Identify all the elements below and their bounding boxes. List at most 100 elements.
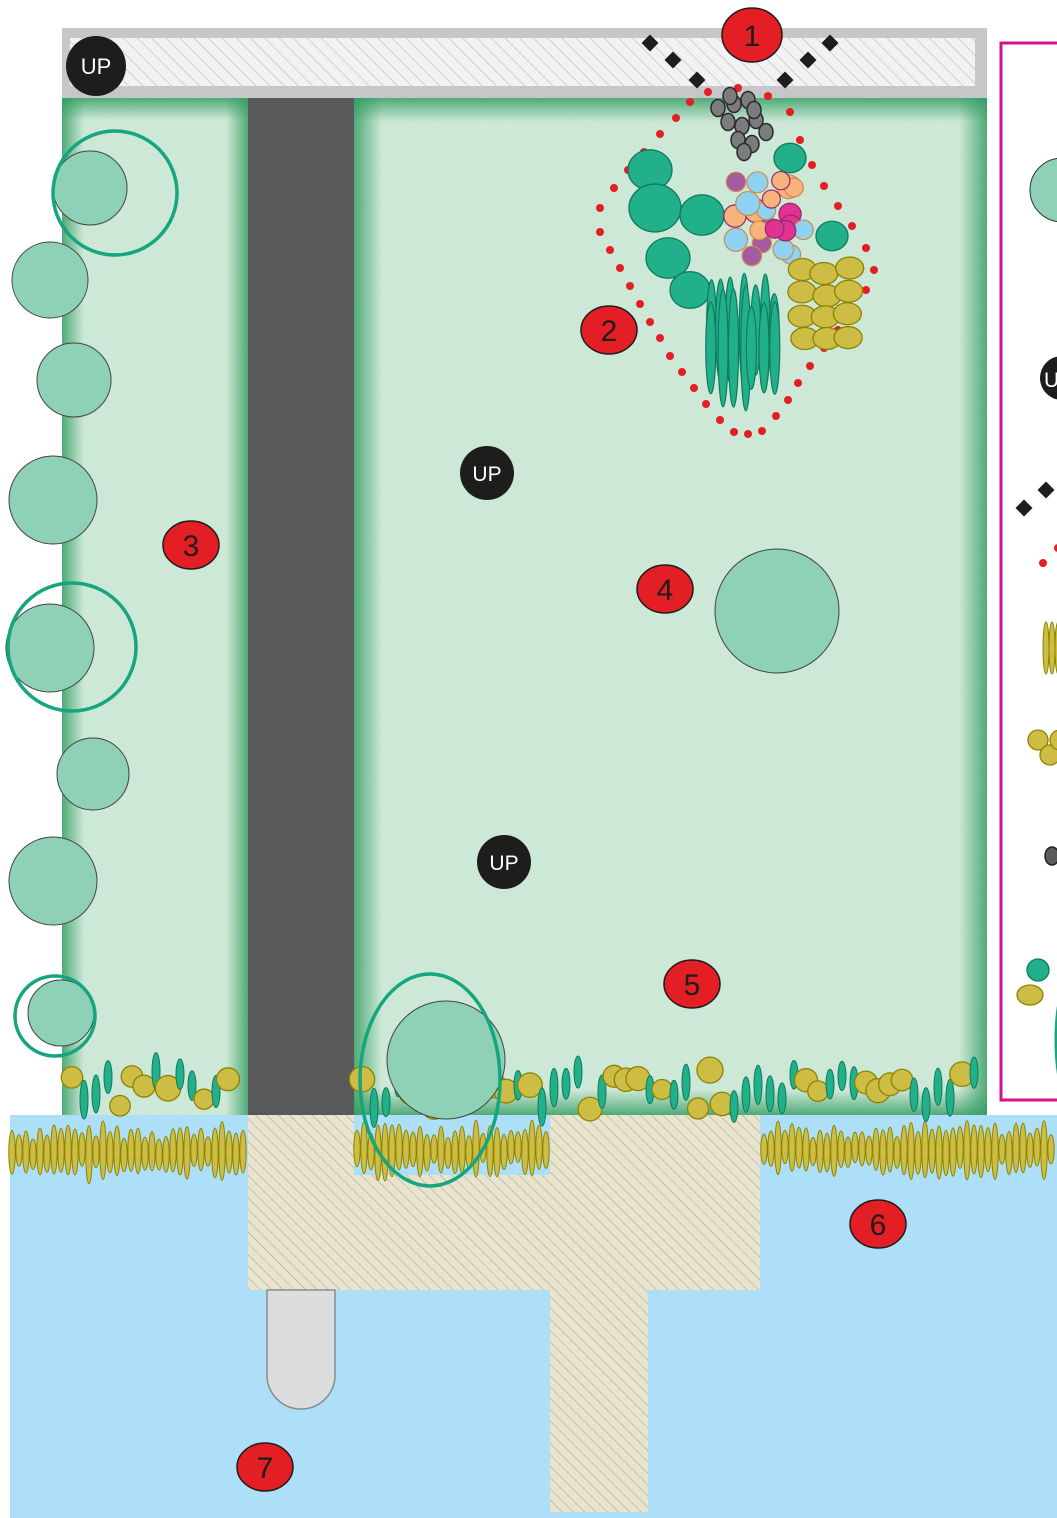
mixed-cell [747, 172, 768, 193]
legend-dark-cell-icon [1045, 847, 1057, 865]
boundary-dot [808, 161, 816, 169]
olive-fiber [1049, 622, 1055, 674]
olive-fiber [999, 1134, 1005, 1164]
green-fiber [670, 1080, 678, 1109]
olive-fiber [466, 1136, 472, 1168]
olive-fiber [452, 1131, 458, 1174]
olive-fiber [121, 1138, 127, 1171]
olive-fiber [880, 1130, 886, 1175]
boundary-dot [772, 412, 780, 420]
boundary-dot [870, 266, 878, 274]
olive-fiber [198, 1128, 204, 1170]
olive-fiber [149, 1131, 155, 1170]
boundary-dot [596, 228, 604, 236]
marker-1: 1 [722, 8, 782, 62]
olive-fiber [51, 1125, 57, 1174]
olive-fiber [1020, 1123, 1026, 1173]
olive-fiber [382, 1123, 388, 1181]
green-fiber [770, 302, 780, 394]
green-cell [680, 195, 724, 235]
olive-fiber [170, 1129, 176, 1172]
dark-cell [721, 114, 735, 131]
olive-cell [788, 281, 816, 303]
olive-fiber [494, 1128, 500, 1177]
olive-fiber [79, 1132, 85, 1166]
olive-fiber [943, 1130, 949, 1175]
olive-fiber [978, 1126, 984, 1178]
olive-fiber [1048, 1135, 1054, 1164]
olive-fiber [796, 1127, 802, 1168]
mixed-cell [794, 220, 813, 239]
marker-3-label: 3 [183, 530, 200, 563]
dark-cell [759, 124, 773, 141]
green-fiber [538, 1088, 546, 1126]
olive-fiber [135, 1128, 141, 1174]
particle [37, 343, 111, 417]
green-fiber [946, 1079, 954, 1116]
olive-fiber [789, 1124, 795, 1172]
olive-fiber [915, 1131, 921, 1174]
boundary-dot [730, 428, 738, 436]
olive-fiber [233, 1133, 239, 1175]
olive-fiber [212, 1128, 218, 1178]
green-fiber [766, 1076, 774, 1112]
green-fiber [826, 1069, 834, 1099]
olive-fiber [396, 1124, 402, 1170]
boundary-dot [678, 368, 686, 376]
olive-fiber [44, 1135, 50, 1172]
boundary-dot [656, 130, 664, 138]
olive-cell [1017, 985, 1043, 1005]
marker-1-label: 1 [744, 20, 761, 53]
olive-fiber [30, 1139, 36, 1170]
olive-fiber [810, 1137, 816, 1165]
green-fiber [370, 1088, 378, 1127]
boundary-dot [702, 400, 710, 408]
up-badge-label: UP [81, 54, 112, 79]
olive-cell [687, 1098, 708, 1119]
olive-fiber [240, 1130, 246, 1172]
green-cell [670, 272, 710, 309]
boundary-dot [672, 114, 680, 122]
green-fiber [92, 1075, 100, 1113]
olive-cell [833, 303, 861, 325]
olive-fiber [438, 1126, 444, 1173]
green-fiber [728, 289, 738, 407]
probe-tube [267, 1290, 335, 1409]
olive-fiber [184, 1127, 190, 1179]
mixed-cell [724, 228, 747, 251]
marker-6-label: 6 [870, 1209, 887, 1242]
olive-cell [652, 1079, 672, 1099]
olive-fiber [543, 1131, 549, 1168]
olive-fiber [515, 1132, 521, 1163]
green-fiber [706, 302, 716, 394]
olive-fiber [929, 1129, 935, 1173]
olive-fiber [128, 1129, 134, 1171]
marker-2-label: 2 [601, 315, 618, 348]
boundary-dot [626, 282, 634, 290]
particle [715, 549, 839, 673]
green-cell [774, 143, 806, 172]
olive-fiber [522, 1129, 528, 1174]
top-cover-hatch [70, 38, 975, 86]
olive-fiber [473, 1120, 479, 1177]
olive-fiber [971, 1125, 977, 1174]
up-badge-label: UP [472, 463, 501, 486]
olive-fiber [1041, 1121, 1047, 1180]
up-badge-label: UP [489, 852, 518, 875]
green-fiber [754, 1065, 762, 1104]
up-badge-middle: UP [460, 446, 514, 500]
boundary-dot [784, 396, 792, 404]
marker-5: 5 [664, 960, 720, 1008]
dark-cell [723, 88, 737, 105]
particle [6, 604, 94, 692]
olive-cell [835, 280, 863, 302]
green-fiber [80, 1080, 88, 1119]
olive-cell [891, 1069, 913, 1091]
green-fiber [550, 1068, 558, 1107]
olive-fiber [824, 1133, 830, 1172]
marker-3: 3 [163, 521, 219, 569]
olive-fiber [908, 1123, 914, 1180]
boundary-dot [848, 222, 856, 230]
olive-fiber [936, 1126, 942, 1179]
particle [9, 456, 97, 544]
